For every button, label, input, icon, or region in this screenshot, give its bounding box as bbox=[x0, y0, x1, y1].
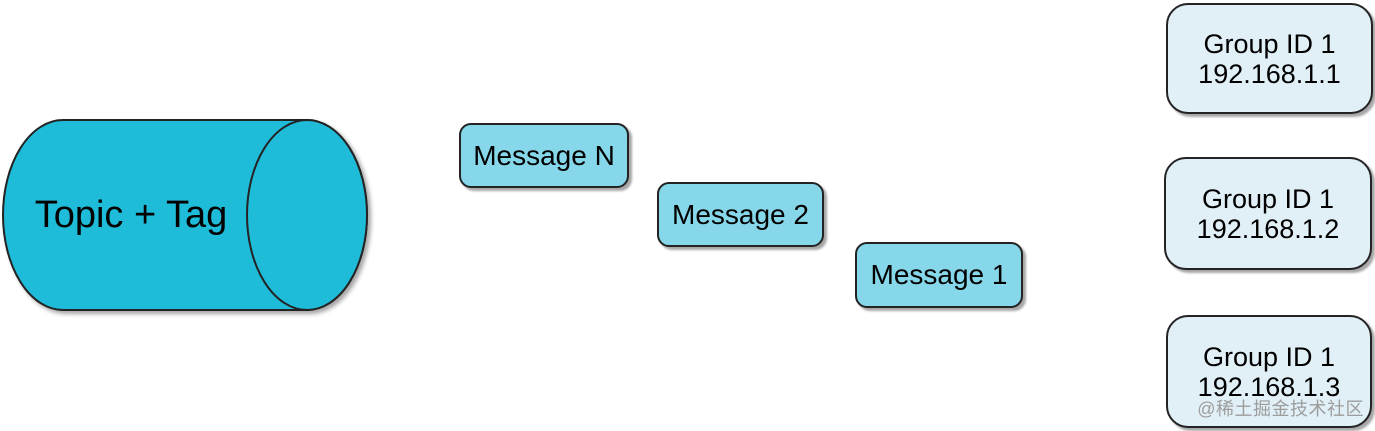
group-2-ip: 192.168.1.2 bbox=[1196, 213, 1340, 244]
message-2-label: Message 2 bbox=[672, 198, 809, 230]
cylinder-shape bbox=[2, 119, 368, 311]
cylinder-cap-ellipse bbox=[246, 119, 368, 311]
group-box-1: Group ID 1 192.168.1.1 bbox=[1166, 3, 1373, 114]
group-box-3: Group ID 1 192.168.1.3 bbox=[1166, 315, 1372, 428]
group-1-ip: 192.168.1.1 bbox=[1198, 58, 1341, 89]
group-3-ip: 192.168.1.3 bbox=[1197, 371, 1341, 402]
group-3-title: Group ID 1 bbox=[1202, 341, 1336, 372]
message-box-n: Message N bbox=[459, 123, 629, 188]
group-1-title: Group ID 1 bbox=[1203, 28, 1336, 59]
message-box-2: Message 2 bbox=[657, 182, 824, 247]
message-box-1: Message 1 bbox=[855, 242, 1023, 308]
watermark: @稀土掘金技术社区 bbox=[1197, 399, 1364, 419]
topic-label: Topic + Tag bbox=[34, 194, 228, 237]
topic-cylinder: Topic + Tag bbox=[2, 117, 372, 317]
message-n-label: Message N bbox=[473, 139, 615, 171]
group-2-title: Group ID 1 bbox=[1201, 183, 1335, 214]
group-box-2: Group ID 1 192.168.1.2 bbox=[1164, 157, 1372, 270]
message-1-label: Message 1 bbox=[870, 259, 1008, 290]
